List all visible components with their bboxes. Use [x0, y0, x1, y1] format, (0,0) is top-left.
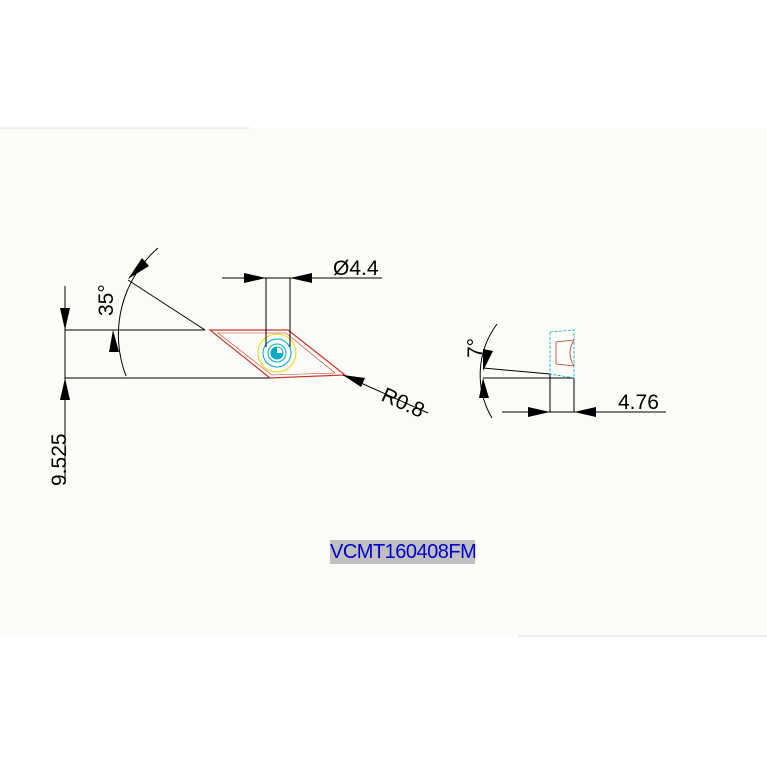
ic-arrow-top	[60, 308, 70, 330]
insert-outline	[208, 329, 347, 379]
hole-arrow-right	[290, 273, 312, 283]
hole-outer-cyan	[262, 338, 292, 368]
hole-outer-yellow	[257, 333, 297, 373]
ic-arrow-bottom	[60, 378, 70, 400]
side-profile-red	[555, 339, 575, 367]
thickness-label: 4.76	[618, 391, 659, 414]
angle-35-label: 35°	[95, 284, 118, 316]
part-number-label: VCMT160408FM	[330, 540, 477, 564]
angle-arc	[117, 247, 159, 377]
angle-leg-line	[127, 279, 206, 331]
thickness-arrow-right	[574, 407, 596, 417]
angle-arrow-lower	[109, 330, 119, 352]
main-view	[60, 247, 429, 484]
hole-fill-right	[277, 353, 283, 359]
clearance-arc	[479, 323, 498, 419]
side-view	[479, 323, 666, 419]
insert-inner-outline	[217, 332, 336, 376]
clearance-leg-line	[482, 367, 551, 375]
hole-arrow-left	[244, 273, 266, 283]
clearance-angle-label: 7°	[464, 338, 487, 358]
side-profile-cyan	[549, 329, 575, 379]
clearance-arrow-lower	[479, 378, 489, 398]
hole-diameter-label: Ø4.4	[333, 257, 379, 280]
hole-fill-left	[271, 347, 277, 359]
thickness-arrow-left	[528, 407, 550, 417]
hole-inner-cyan	[267, 343, 287, 363]
radius-arrow	[343, 375, 365, 387]
clearance-arrow-upper	[483, 349, 493, 371]
inscribed-circle-label: 9.525	[48, 433, 71, 486]
angle-arrow-upper	[128, 258, 149, 279]
